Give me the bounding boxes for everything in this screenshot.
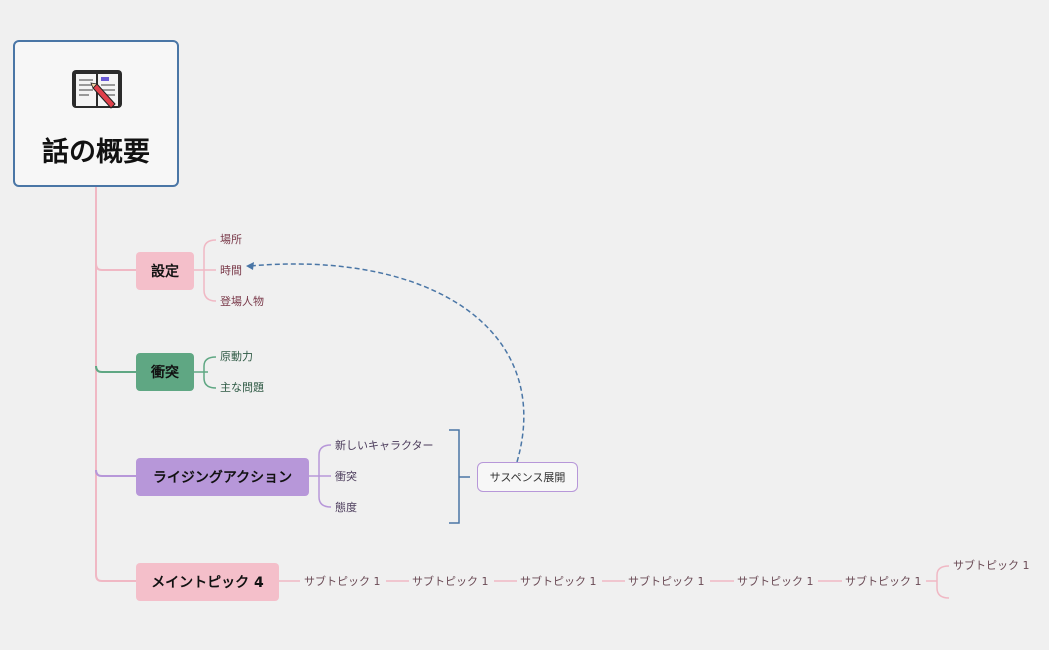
topic-main-4[interactable]: メイントピック 4: [136, 563, 279, 601]
chain-subtopic-6[interactable]: サブトピック 1: [845, 575, 922, 588]
shoutotsu-brace: [194, 356, 217, 389]
summary-bracket: [449, 429, 470, 524]
chain-subtopic-2[interactable]: サブトピック 1: [412, 575, 489, 588]
subtopic-gendouryoku[interactable]: 原動力: [220, 350, 253, 363]
chain-subtopic-1[interactable]: サブトピック 1: [304, 575, 381, 588]
summary-suspense[interactable]: サスペンス展開: [477, 462, 578, 492]
topic-rising-action[interactable]: ライジングアクション: [136, 458, 309, 496]
subtopic-attitude[interactable]: 態度: [335, 501, 357, 514]
chain-subtopic-7[interactable]: サブトピック 1: [953, 559, 1030, 572]
trunk-connector: [95, 186, 136, 582]
relationship-arrowhead: [246, 262, 254, 270]
subtopic-conflict[interactable]: 衝突: [335, 470, 357, 483]
central-topic-title: 話の概要: [42, 137, 150, 168]
trunk-branch-settei: [95, 263, 136, 271]
subtopic-omonamondai[interactable]: 主な問題: [220, 381, 264, 394]
relationship-dashed-line: [249, 263, 525, 463]
subtopic-jikan[interactable]: 時間: [220, 264, 242, 277]
open-book-pencil-icon: [72, 70, 122, 109]
trunk-branch-rising: [95, 469, 136, 477]
settei-brace: [194, 239, 217, 302]
trunk-branch-shoutotsu: [95, 365, 136, 373]
rising-brace: [309, 444, 332, 508]
chain-subtopic-4[interactable]: サブトピック 1: [628, 575, 705, 588]
central-topic[interactable]: 話の概要: [13, 40, 179, 187]
subtopic-basho[interactable]: 場所: [220, 233, 242, 246]
chain-subtopic-3[interactable]: サブトピック 1: [520, 575, 597, 588]
chain-subtopic-5[interactable]: サブトピック 1: [737, 575, 814, 588]
topic-settei[interactable]: 設定: [136, 252, 194, 290]
subtopic-toujoujinbutsu[interactable]: 登場人物: [220, 295, 264, 308]
chain-end-brace: [926, 565, 950, 599]
topic-shoutotsu[interactable]: 衝突: [136, 353, 194, 391]
subtopic-new-character[interactable]: 新しいキャラクター: [335, 439, 434, 452]
